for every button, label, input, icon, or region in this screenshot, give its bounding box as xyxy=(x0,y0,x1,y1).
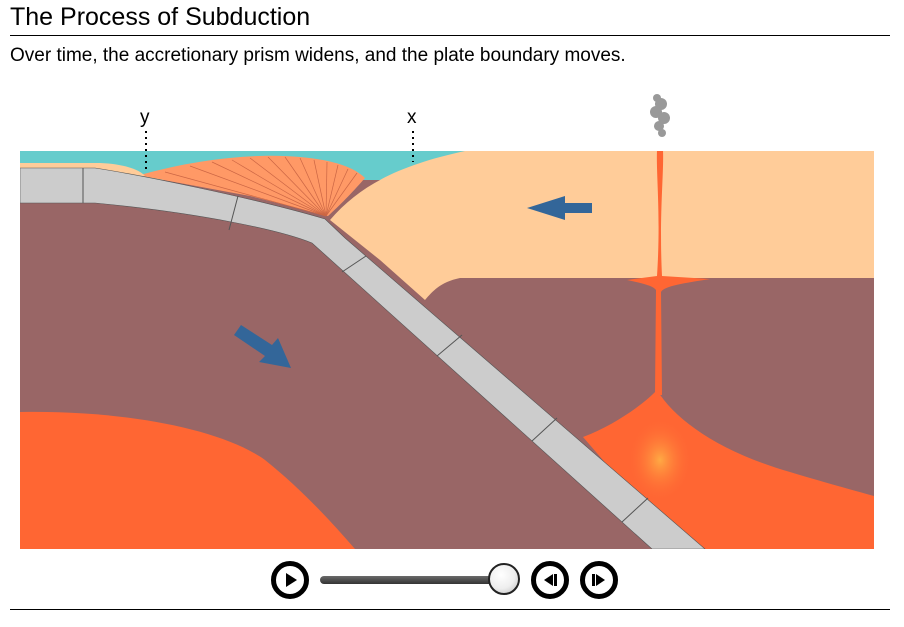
step-back-icon xyxy=(544,574,557,586)
play-button[interactable] xyxy=(271,561,309,599)
asthenosphere-magma-left xyxy=(20,411,355,549)
animation-caption: Over time, the accretionary prism widens… xyxy=(10,45,626,66)
footer-divider xyxy=(10,609,890,610)
timeline-slider-thumb[interactable] xyxy=(488,563,520,595)
oceanic-plate xyxy=(20,167,706,549)
step-forward-icon xyxy=(592,574,605,586)
continental-plate xyxy=(330,151,874,300)
page-title: The Process of Subduction xyxy=(10,3,311,31)
play-icon xyxy=(286,573,297,587)
header-divider xyxy=(10,35,890,36)
plate-segment-lines xyxy=(82,168,649,523)
timeline-track[interactable] xyxy=(320,576,506,584)
continental-motion-arrow xyxy=(527,196,592,220)
marker-x-label: x xyxy=(407,107,417,128)
volcano-cone xyxy=(643,138,682,151)
oceanic-motion-arrow xyxy=(234,325,291,368)
marker-y-label: y xyxy=(140,107,150,128)
magma-chamber-glow xyxy=(628,418,692,502)
prism-layers xyxy=(164,156,358,217)
step-forward-button[interactable] xyxy=(580,561,618,599)
volcanic-smoke xyxy=(650,94,670,137)
step-back-button[interactable] xyxy=(531,561,569,599)
accretionary-prism xyxy=(140,155,365,216)
